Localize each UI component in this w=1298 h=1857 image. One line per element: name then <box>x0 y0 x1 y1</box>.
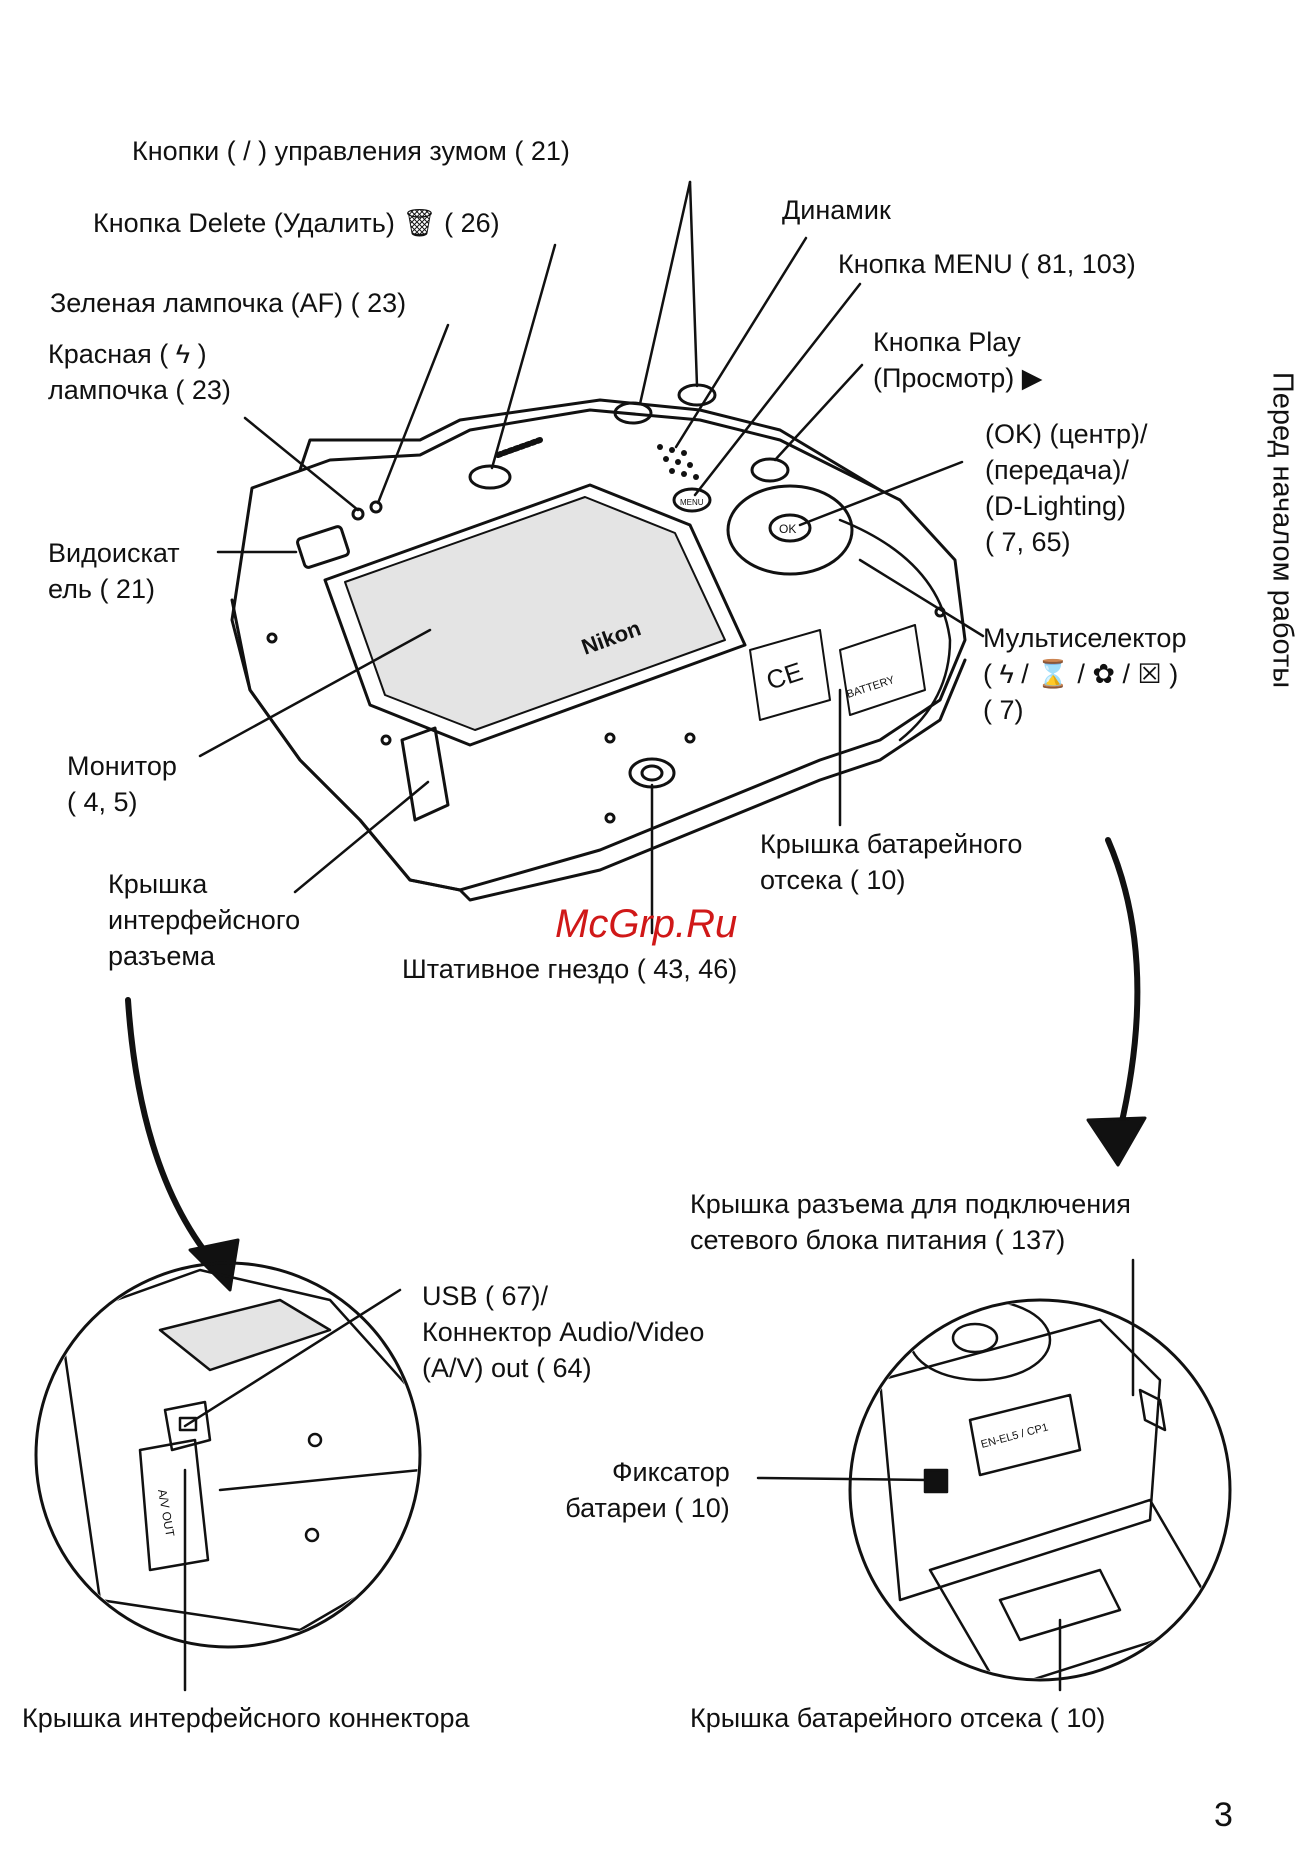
label-usb: USB ( 67)/ Коннектор Audio/Video (A/V) o… <box>422 1278 704 1386</box>
label-red-lamp-line1: Красная ( ϟ ) <box>48 339 207 369</box>
interface-cover <box>400 726 450 822</box>
play-button <box>750 457 790 483</box>
label-delete-text: Кнопка Delete (Удалить) 🗑 ( 26) <box>93 208 500 238</box>
menu-button <box>672 487 712 513</box>
label-menu-text: Кнопка MENU ( 81, 103) <box>838 249 1136 279</box>
label-red-lamp: Красная ( ϟ ) лампочка ( 23) <box>48 336 231 408</box>
av-port-mark: A/V OUT <box>155 1488 177 1538</box>
label-ok-line2: (передача)/ <box>985 455 1129 485</box>
battery-mark: BATTERY <box>845 674 897 701</box>
ok-button <box>768 513 812 543</box>
viewfinder-window <box>296 525 350 569</box>
label-interface-connector-cover: Крышка интерфейсного коннектора <box>22 1700 470 1736</box>
label-battery-cover-bottom: Крышка батарейного отсека ( 10) <box>690 1700 1105 1736</box>
label-interface-connector-cover-text: Крышка интерфейсного коннектора <box>22 1703 470 1733</box>
detail-circle-left <box>34 1261 422 1649</box>
tripod-socket <box>628 757 676 789</box>
label-usb-line3: (A/V) out ( 64) <box>422 1353 592 1383</box>
label-power-connector-line1: Крышка разъема для подключения <box>690 1189 1131 1219</box>
label-battery-latch-line2: батареи ( 10) <box>565 1493 730 1523</box>
battery-model-mark: EN-EL5 / CP1 <box>980 1421 1050 1450</box>
ok-mark: OK <box>779 522 796 536</box>
multiselector-ring <box>726 484 854 576</box>
right-arrowhead <box>1086 1116 1147 1167</box>
label-battery-cover-top-line2: отсека ( 10) <box>760 865 906 895</box>
label-multiselector-line3: ( 7) <box>983 695 1024 725</box>
label-power-connector: Крышка разъема для подключения сетевого … <box>690 1186 1131 1258</box>
label-ok-line3: (D-Lighting) <box>985 491 1127 521</box>
label-green-lamp: Зеленая лампочка (AF) ( 23) <box>50 285 406 321</box>
detail-circle-right <box>848 1298 1232 1682</box>
label-multiselector-line1: Мультиселектор <box>983 623 1187 653</box>
label-battery-cover-top: Крышка батарейного отсека ( 10) <box>760 826 1022 898</box>
av-cover <box>138 1438 210 1572</box>
label-speaker-text: Динамик <box>782 195 891 225</box>
monitor-screen <box>344 496 726 731</box>
left-arrow <box>125 997 223 1273</box>
battery-slot <box>968 1393 1082 1477</box>
monitor-frame <box>323 483 747 747</box>
label-usb-line2: Коннектор Audio/Video <box>422 1317 705 1347</box>
label-ok-line4: ( 7, 65) <box>985 527 1071 557</box>
label-ok-line1: (OK) (центр)/ <box>985 419 1148 449</box>
label-zoom-text: Кнопки ( / ) управления зумом ( 21) <box>132 136 570 166</box>
open-battery-door <box>928 1498 1222 1678</box>
label-battery-cover-bottom-text: Крышка батарейного отсека ( 10) <box>690 1703 1106 1733</box>
label-green-lamp-text: Зеленая лампочка (AF) ( 23) <box>50 288 407 318</box>
label-tripod-socket: Штативное гнездо ( 43, 46) <box>402 951 737 987</box>
label-play-line2: (Просмотр) ▶ <box>873 363 1043 393</box>
camera-grip <box>838 518 952 742</box>
label-ok-button: (OK) (центр)/ (передача)/ (D-Lighting) (… <box>985 416 1147 560</box>
delete-button <box>468 464 512 490</box>
label-delete-button: Кнопка Delete (Удалить) 🗑 ( 26) <box>93 205 500 241</box>
label-interface-cover-line1: Крышка <box>108 869 208 899</box>
label-viewfinder: Видоискат ель ( 21) <box>48 535 180 607</box>
label-play-button: Кнопка Play (Просмотр) ▶ <box>873 324 1043 396</box>
label-menu-button: Кнопка MENU ( 81, 103) <box>838 246 1136 282</box>
menu-mark: MENU <box>680 498 704 507</box>
watermark: McGrp.Ru <box>555 902 738 946</box>
usb-port <box>163 1400 212 1452</box>
speaker-grille <box>657 444 699 480</box>
label-usb-line1: USB ( 67)/ <box>422 1281 549 1311</box>
label-battery-latch-line1: Фиксатор <box>612 1457 730 1487</box>
label-battery-latch: Фиксатор батареи ( 10) <box>530 1454 730 1526</box>
label-monitor-line1: Монитор <box>67 751 177 781</box>
side-section-title: Перед началом работы <box>1262 340 1298 720</box>
battery-door <box>839 624 926 716</box>
label-monitor-line2: ( 4, 5) <box>67 787 138 817</box>
label-power-connector-line2: сетевого блока питания ( 137) <box>690 1225 1066 1255</box>
label-viewfinder-line2: ель ( 21) <box>48 574 155 604</box>
label-interface-cover-line3: разъема <box>108 941 215 971</box>
label-zoom-buttons: Кнопки ( / ) управления зумом ( 21) <box>132 133 570 169</box>
leader-lines <box>198 180 985 935</box>
label-battery-cover-top-line1: Крышка батарейного <box>760 829 1023 859</box>
label-interface-cover: Крышка интерфейсного разъема <box>108 866 300 974</box>
label-tripod-text: Штативное гнездо ( 43, 46) <box>402 954 738 984</box>
page-number: 3 <box>1214 1796 1233 1834</box>
ce-mark: CE <box>763 656 807 696</box>
label-red-lamp-line2: лампочка ( 23) <box>48 375 231 405</box>
label-multiselector: Мультиселектор ( ϟ / ⌛ / ✿ / ☒ ) ( 7) <box>983 620 1186 728</box>
side-section-title-text: Перед началом работы <box>1266 371 1298 689</box>
label-interface-cover-line2: интерфейсного <box>108 905 301 935</box>
right-arrow <box>1105 837 1141 1133</box>
label-multiselector-line2: ( ϟ / ⌛ / ✿ / ☒ ) <box>983 659 1179 689</box>
zoom-wide-button <box>613 401 653 425</box>
label-play-line1: Кнопка Play <box>873 327 1021 357</box>
label-viewfinder-line1: Видоискат <box>48 538 180 568</box>
label-speaker: Динамик <box>782 192 891 228</box>
label-monitor: Монитор ( 4, 5) <box>67 748 177 820</box>
